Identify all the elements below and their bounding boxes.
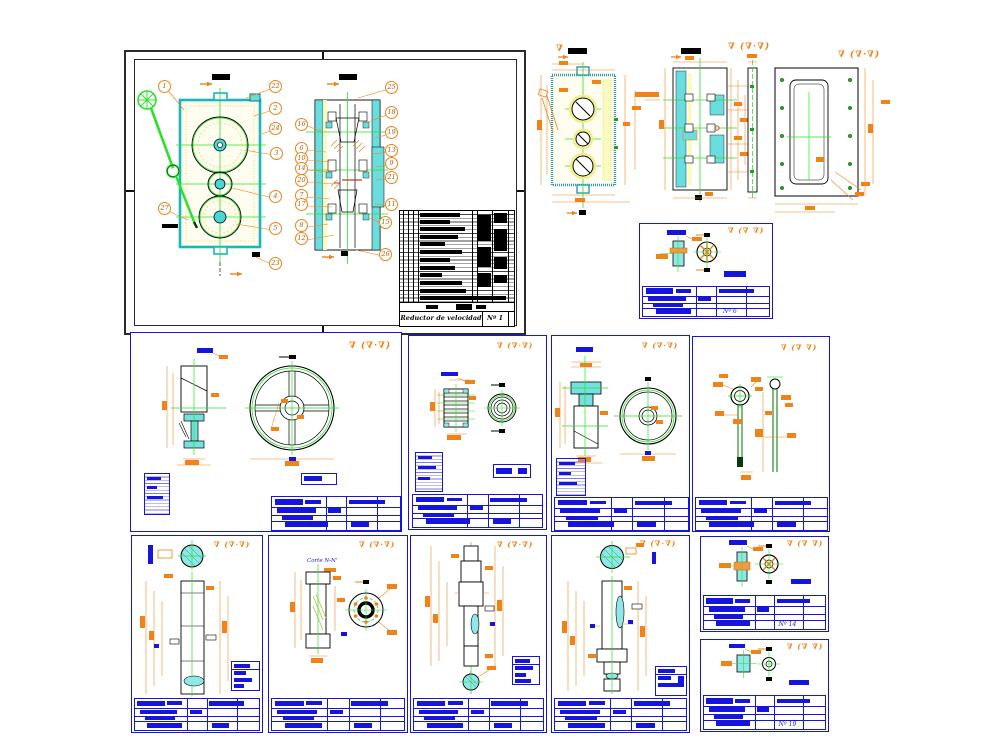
spacer-sheet-a: ∇ (∇ ∇) Nº 14 xyxy=(700,536,829,632)
drawing-title: Reductor de velocidad xyxy=(400,314,482,322)
data-box xyxy=(301,473,337,485)
data-box xyxy=(231,661,260,691)
balloon-callout: 27 xyxy=(158,202,171,215)
finish-symbol-group: ∇ (∇·∇) xyxy=(838,50,881,60)
balloon-callout: 24 xyxy=(269,122,282,135)
balloon-callout: 15 xyxy=(379,216,392,229)
sheet-inner-frame xyxy=(134,59,517,326)
dipstick-views xyxy=(713,374,796,480)
finish-symbol-group: ∇ (∇·∇) xyxy=(642,341,679,350)
housing-side-section xyxy=(637,48,753,202)
sheet-label: Nº 19 xyxy=(778,721,797,728)
spacer-a-views xyxy=(719,540,811,587)
main-title-block: Reductor de velocidad Nº 1 xyxy=(399,302,515,327)
balloon-callout: 22 xyxy=(269,80,282,93)
notes-table xyxy=(415,452,443,492)
gasket-edge-view xyxy=(747,54,758,200)
title-block xyxy=(134,698,260,731)
gearbox-section-view xyxy=(306,74,388,264)
balloon-callout: 13 xyxy=(385,144,398,157)
gearbox-front-view xyxy=(137,74,266,277)
small-gear-sheet: ∇ (∇·∇) xyxy=(408,335,547,530)
housing-front-view xyxy=(537,48,660,216)
balloon-callout: 16 xyxy=(295,118,308,131)
balloon-callout: 17 xyxy=(295,198,308,211)
finish-symbol-group: ∇ xyxy=(556,44,564,54)
balloon-callout: 1 xyxy=(158,80,171,93)
title-block xyxy=(413,698,544,731)
finish-symbol-group: ∇ (∇·∇) xyxy=(497,341,534,350)
balloon-callout: 18 xyxy=(385,106,398,119)
input-shaft-sheet: ∇ (∇·∇) xyxy=(131,535,263,733)
balloon-callout: 19 xyxy=(385,126,398,139)
balloon-leaders xyxy=(165,87,390,266)
title-block xyxy=(695,497,828,531)
sheet-number: Nº 1 xyxy=(487,314,503,322)
finish-symbol-group: ∇ (∇·∇) xyxy=(497,540,534,549)
title-block: Nº 14 xyxy=(703,595,826,630)
finish-symbol-group: ∇ (∇·∇) xyxy=(359,540,396,549)
balloon-callout: 21 xyxy=(385,171,398,184)
bushing-sheet: ∇ (∇ ∇) Nº 6 xyxy=(639,223,773,319)
dipstick-sheet: ∇ (∇ ∇) xyxy=(692,336,830,532)
assembly-sheet: Reductor de velocidad Nº 1 xyxy=(124,50,526,335)
cover-plate-view xyxy=(774,67,890,213)
dipstick-handle xyxy=(137,90,199,229)
data-box xyxy=(655,666,687,696)
balloon-callout: 4 xyxy=(269,190,282,203)
data-box xyxy=(493,464,531,478)
pulley-sheet: ∇ (∇·∇) xyxy=(130,332,402,532)
finish-symbol-group: ∇ (∇ ∇) xyxy=(728,226,765,235)
input-shaft-views xyxy=(140,540,229,696)
balloon-callout: 8 xyxy=(295,219,308,232)
balloon-callout: 9 xyxy=(385,157,398,170)
pulley-views xyxy=(162,348,339,466)
sheet-label: Nº 6 xyxy=(723,308,737,315)
output-shaft-views xyxy=(562,541,656,694)
data-box xyxy=(512,656,540,685)
small-gear-views xyxy=(430,372,520,440)
finish-symbol-group: ∇ (∇·∇) xyxy=(640,539,677,548)
title-block: Nº 6 xyxy=(642,286,770,317)
balloon-callout: 25 xyxy=(385,81,398,94)
balloon-callout: 3 xyxy=(270,147,283,160)
parts-list-table xyxy=(399,210,515,304)
balloon-callout: 26 xyxy=(379,248,392,261)
balloon-callout: 23 xyxy=(269,257,282,270)
title-block xyxy=(271,698,405,731)
finish-symbol-group: ∇ (∇·∇) xyxy=(214,540,251,549)
section-label: Corte N-N' xyxy=(307,558,338,564)
spacer-sheet-b: ∇ (∇ ∇) Nº 19 xyxy=(700,639,829,732)
title-block xyxy=(554,698,687,731)
finish-symbol-group: ∇ (∇·∇) xyxy=(728,42,771,52)
balloon-callout: 5 xyxy=(269,222,282,235)
output-shaft-sheet: ∇ (∇·∇) xyxy=(551,535,690,733)
housing-detail-views xyxy=(537,48,890,216)
title-block: Nº 19 xyxy=(703,695,826,730)
bushing-views xyxy=(656,230,746,277)
notes-table xyxy=(556,458,586,496)
balloon-callout: 20 xyxy=(295,174,308,187)
balloon-callout: 2 xyxy=(269,102,282,115)
finish-symbol-group: ∇ (∇·∇) xyxy=(349,341,392,351)
spacer-b-views xyxy=(721,644,809,685)
title-block xyxy=(412,494,543,528)
finish-symbol-group: ∇ (∇ ∇) xyxy=(781,343,818,352)
balloon-callout: 11 xyxy=(385,198,398,211)
sheet-label: Nº 14 xyxy=(778,621,797,628)
notes-table xyxy=(144,473,170,515)
intermediate-shaft-sheet: ∇ (∇·∇) xyxy=(410,535,547,733)
intermediate-shaft-views xyxy=(425,542,504,694)
title-block xyxy=(554,497,689,531)
assembly-views xyxy=(137,74,390,277)
gear-wheel-views xyxy=(555,347,682,464)
balloon-callout: 12 xyxy=(295,232,308,245)
title-block xyxy=(271,496,401,531)
finish-symbol-group: ∇ (∇ ∇) xyxy=(787,539,824,548)
flange-views xyxy=(290,564,397,663)
gear-wheel-sheet: ∇ (∇·∇) xyxy=(551,335,690,532)
flange-sheet: ∇ (∇·∇) Corte N-N' xyxy=(268,535,408,733)
finish-symbol-group: ∇ (∇ ∇) xyxy=(787,642,824,651)
